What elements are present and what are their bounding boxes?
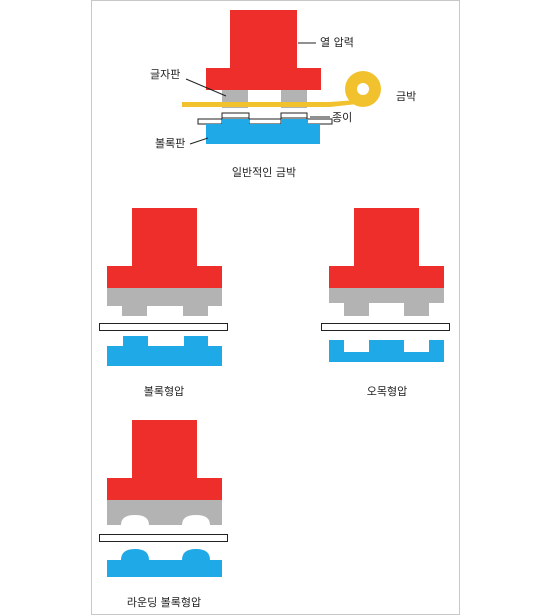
deboss-diagram [321,208,450,362]
rounded-emboss-diagram [99,420,228,577]
paper-sheet [197,112,333,125]
heat-press [206,10,321,90]
block-plate-label: 볼록판 [155,137,186,150]
metal-die [107,500,222,525]
letter-plate-label: 글자판 [150,68,181,81]
heat-press [329,208,444,288]
leader-letter-plate [185,78,227,97]
metal-die [107,288,222,316]
metal-die [329,288,444,316]
emboss-caption: 볼록형압 [143,385,185,398]
counter-plate [107,336,222,366]
foil-label: 금박 [396,90,417,103]
emboss-diagram [99,208,228,366]
counter-plate [329,340,444,362]
paper-sheet [99,323,228,331]
deboss-caption: 오목형압 [366,385,408,398]
paper-sheet [99,534,228,542]
heat-press [107,208,222,288]
counter-plate [107,549,222,577]
heat-pressure-label: 열 압력 [320,36,354,49]
heat-press [107,420,222,500]
leader-block-plate [189,137,209,145]
paper-label: 종이 [332,111,353,124]
general-foil-caption: 일반적인 금박 [231,166,297,179]
foil-strip [182,100,357,107]
rounded-emboss-caption: 라운딩 볼록형압 [126,596,202,609]
block-plate [206,119,320,144]
paper-sheet [321,323,450,331]
general-foil-diagram [182,10,381,145]
foil-roll-core [357,83,369,95]
